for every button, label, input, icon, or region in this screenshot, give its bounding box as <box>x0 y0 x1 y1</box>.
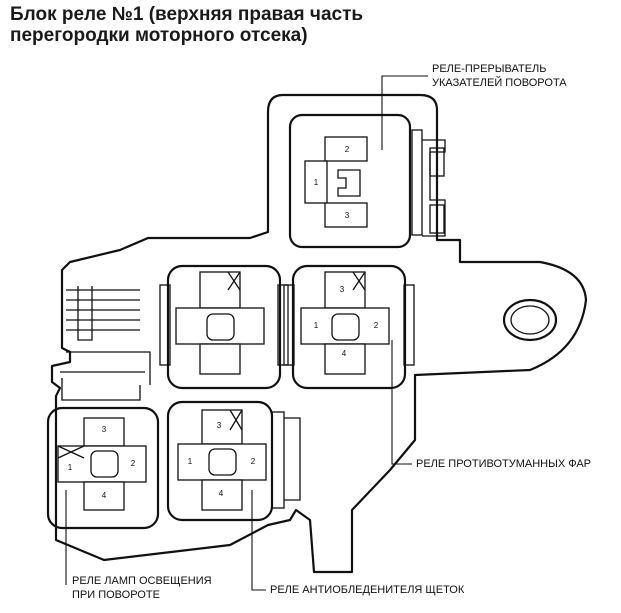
cornering-lamp-relay: 3 1 2 4 <box>46 406 160 530</box>
fog-relay-pin-1: 1 <box>314 321 319 330</box>
callout-cornering-lamp-relay: РЕЛЕ ЛАМП ОСВЕЩЕНИЯ ПРИ ПОВОРОТЕ <box>72 574 212 602</box>
title-line-1: Блок реле №1 (верхняя правая часть <box>10 4 364 25</box>
callout-turn-signal-flasher: РЕЛЕ-ПРЕРЫВАТЕЛЬ УКАЗАТЕЛЕЙ ПОВОРОТА <box>432 62 567 90</box>
fog-relay-pin-4: 4 <box>342 349 347 358</box>
cornering-relay-pin-1: 1 <box>68 463 73 472</box>
leader-turn-signal <box>381 75 428 150</box>
mounting-hole-inner <box>510 305 550 335</box>
turn-relay-pin-1: 1 <box>314 178 319 187</box>
diagram-title: Блок реле №1 (верхняя правая часть перег… <box>10 4 363 46</box>
turn-relay-pin-2: 2 <box>345 145 350 154</box>
turn-signal-flasher-relay: 2 1 3 <box>288 113 446 249</box>
callout-cornering-line-2: ПРИ ПОВОРОТЕ <box>72 589 160 601</box>
fog-lamp-relay: 3 1 2 4 <box>283 264 415 390</box>
wiper-relay-pin-1: 1 <box>188 457 193 466</box>
turn-relay-pin-3: 3 <box>345 211 350 220</box>
fog-relay-pin-3: 3 <box>340 285 345 294</box>
callout-cornering-line-1: РЕЛЕ ЛАМП ОСВЕЩЕНИЯ <box>72 575 212 587</box>
wiper-relay-pin-3: 3 <box>217 421 222 430</box>
wiper-deicer-relay: 3 1 2 4 <box>166 400 301 522</box>
callout-fog-lamp-relay: РЕЛЕ ПРОТИВОТУМАННЫХ ФАР <box>416 458 592 470</box>
cornering-relay-pin-4: 4 <box>102 491 107 500</box>
callout-turn-line-1: РЕЛЕ-ПРЕРЫВАТЕЛЬ <box>432 63 547 75</box>
relay-socket-upper-left <box>159 264 289 390</box>
cornering-relay-pin-3: 3 <box>102 425 107 434</box>
callout-wiper-deicer-relay: РЕЛЕ АНТИОБЛЕДЕНИТЕЛЯ ЩЕТОК <box>270 584 465 596</box>
mounting-hole <box>502 298 558 342</box>
cornering-relay-pin-2: 2 <box>131 459 136 468</box>
leader-fog-lamp <box>391 340 412 465</box>
wiper-relay-pin-2: 2 <box>251 457 256 466</box>
left-connector-ribs <box>60 286 151 401</box>
callout-turn-line-2: УКАЗАТЕЛЕЙ ПОВОРОТА <box>432 77 567 89</box>
title-line-2: перегородки моторного отсека) <box>10 25 308 46</box>
relay-block-housing <box>50 93 588 574</box>
leader-wiper-deicer <box>251 490 266 591</box>
fog-relay-pin-2: 2 <box>374 321 379 330</box>
wiper-relay-pin-4: 4 <box>219 489 224 498</box>
